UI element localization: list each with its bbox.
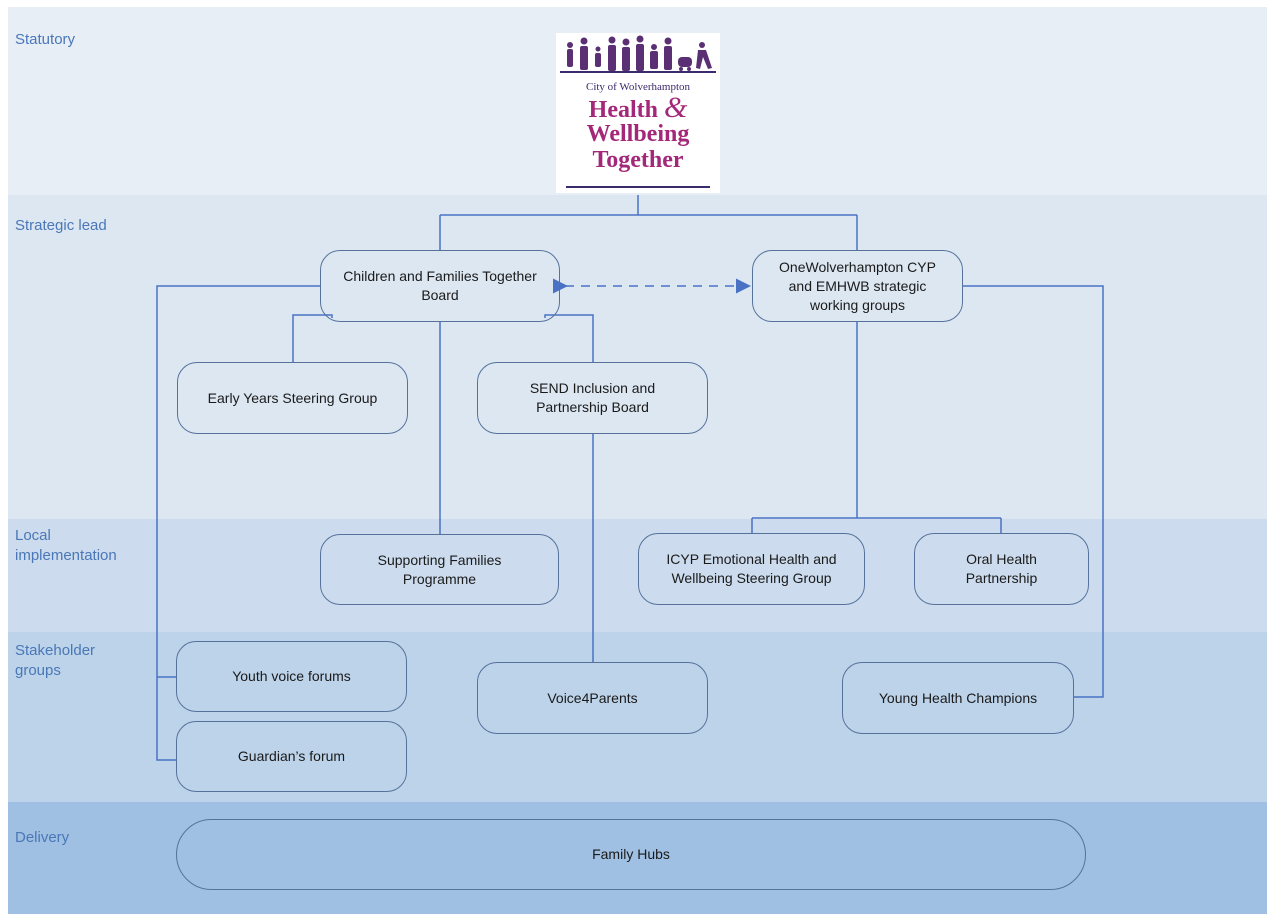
connector-cftb-left-spine <box>156 285 320 761</box>
band-label-statutory: Statutory <box>15 31 76 48</box>
node-children-families-together-board[interactable]: Children and Families Together Board <box>320 250 560 322</box>
logo-ampersand: & <box>663 91 688 124</box>
band-label-delivery: Delivery <box>15 829 70 846</box>
band-label-strategic-lead: Strategic lead <box>15 217 107 234</box>
node-guardians-forum[interactable]: Guardian’s forum <box>176 721 407 792</box>
band-local-implementation: Local implementation <box>8 519 1267 632</box>
node-onewolverhampton-cyp-emhwb[interactable]: OneWolverhampton CYP and EMHWB strategic… <box>752 250 963 322</box>
node-oral-health-partnership[interactable]: Oral Health Partnership <box>914 533 1089 605</box>
logo-underline <box>566 186 710 188</box>
node-icyp-emotional-health[interactable]: ICYP Emotional Health and Wellbeing Stee… <box>638 533 865 605</box>
connector-onewolv-right <box>963 285 1104 698</box>
connector-logo-tree <box>439 195 858 250</box>
logo-title-line-2: Wellbeing <box>586 121 690 147</box>
node-send-inclusion-partnership-board[interactable]: SEND Inclusion and Partnership Board <box>477 362 708 434</box>
band-label-local-implementation: Local implementation <box>15 527 117 564</box>
connector-send <box>544 314 594 362</box>
logo-title-line-3: Together <box>592 147 684 173</box>
people-silhouettes-icon <box>560 35 716 73</box>
node-family-hubs[interactable]: Family Hubs <box>176 819 1086 890</box>
health-wellbeing-together-logo: City of Wolverhampton Health & Wellbeing… <box>556 33 720 193</box>
node-voice4parents[interactable]: Voice4Parents <box>477 662 708 734</box>
node-supporting-families-programme[interactable]: Supporting Families Programme <box>320 534 559 605</box>
connector-early-years <box>292 314 333 362</box>
node-early-years-steering-group[interactable]: Early Years Steering Group <box>177 362 408 434</box>
band-strategic-lead: Strategic lead <box>8 195 1267 519</box>
node-young-health-champions[interactable]: Young Health Champions <box>842 662 1074 734</box>
connector-onewolv-down <box>751 322 1002 533</box>
node-youth-voice-forums[interactable]: Youth voice forums <box>176 641 407 712</box>
logo-city-line: City of Wolverhampton <box>585 81 690 93</box>
logo-title-line-1: Health & <box>588 91 688 124</box>
band-label-stakeholder-groups: Stakeholder groups <box>15 642 96 679</box>
